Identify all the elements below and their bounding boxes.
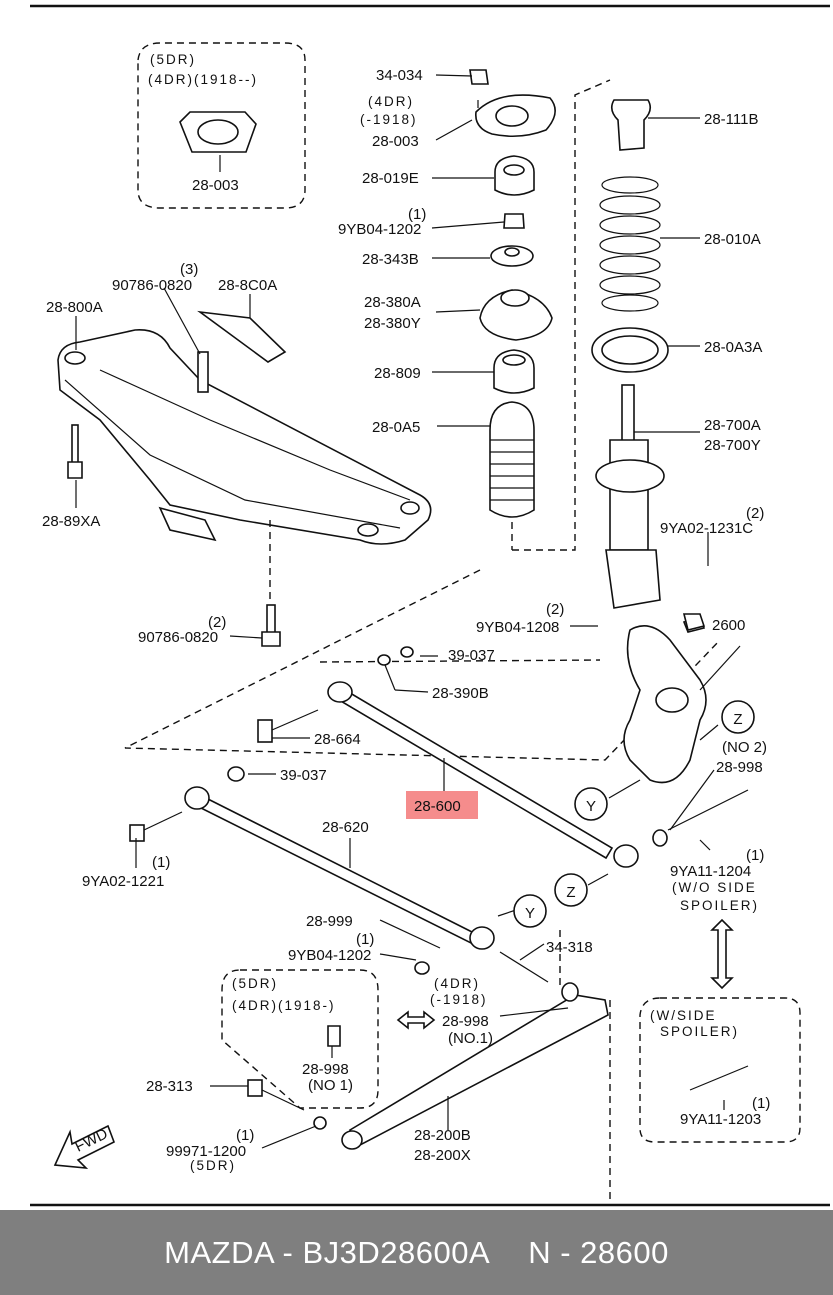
label-90786-0820-top: 90786-0820	[112, 277, 192, 294]
label-28-390b: 28-390B	[432, 685, 489, 702]
label-9ya11-1204: 9YA11-1204	[670, 863, 751, 880]
label-qty-2-b: (2)	[208, 614, 226, 631]
crossmember	[57, 310, 432, 647]
label-28-809: 28-809	[374, 365, 421, 382]
inset-part-28-003: 28-003	[192, 177, 239, 194]
inset-5dr-top: (5DR) (4DR)(1918--) 28-003	[137, 42, 306, 209]
label-28-998-top: 28-998	[716, 759, 763, 776]
label-9yb04-1208: 9YB04-1208	[476, 619, 559, 636]
label-28-010a: 28-010A	[704, 231, 761, 248]
label-28-998-bottom: 28-998	[442, 1013, 489, 1030]
label-note-4dr-b: (4DR)	[434, 976, 480, 991]
label-note-4dr: (4DR)	[368, 94, 414, 109]
fwd-arrow-icon: FWD	[53, 1124, 116, 1170]
label-qty-1-e: (1)	[752, 1095, 770, 1112]
label-qty-3: (3)	[180, 261, 198, 278]
label-28-380a: 28-380A	[364, 294, 421, 311]
label-spoiler-2: SPOILER)	[660, 1024, 739, 1039]
label-28-313: 28-313	[146, 1078, 193, 1095]
inset-bottom-5dr: (5DR)	[232, 976, 278, 991]
label-39-037-top: 39-037	[448, 647, 495, 664]
label-28-003: 28-003	[372, 133, 419, 150]
label-28-200x: 28-200X	[414, 1147, 471, 1164]
part-labels: 34-034 (4DR) (-1918) 28-003 28-111B 28-0…	[42, 67, 770, 1173]
label-28-800a: 28-800A	[46, 299, 103, 316]
label-28-620: 28-620	[322, 819, 369, 836]
inset-5dr-bottom	[221, 969, 379, 1109]
circle-y-bottom: Y	[525, 905, 535, 922]
label-28-664: 28-664	[314, 731, 361, 748]
inset-bottom-no-1: (NO 1)	[308, 1077, 353, 1094]
label-9yb04-1202-bottom: 9YB04-1202	[288, 947, 371, 964]
label-28-8c0a: 28-8C0A	[218, 277, 277, 294]
highlight-box	[406, 791, 478, 819]
label-w-side: (W/SIDE	[650, 1008, 717, 1023]
trailing-link-28-200b	[247, 789, 749, 1150]
label-no-2: (NO 2)	[722, 739, 767, 756]
label-28-0a3a: 28-0A3A	[704, 339, 762, 356]
knuckle	[623, 617, 707, 784]
label-2600: 2600	[712, 617, 745, 634]
spring-column	[591, 99, 669, 609]
label-28-700y: 28-700Y	[704, 437, 761, 454]
label-28-89xa: 28-89XA	[42, 513, 100, 530]
label-28-343b: 28-343B	[362, 251, 419, 268]
label-qty-2-a: (2)	[746, 505, 764, 522]
label-qty-1-d: (1)	[356, 931, 374, 948]
label-90786-0820-bottom: 90786-0820	[138, 629, 218, 646]
label-no-1: (NO.1)	[448, 1030, 493, 1047]
inset-bottom-4dr: (4DR)(1918-)	[232, 998, 336, 1013]
footer-part-number: MAZDA - BJ3D28600A	[164, 1234, 491, 1270]
label-note-1918-b: (-1918)	[430, 992, 488, 1007]
label-28-600: 28-600	[414, 798, 461, 815]
label-qty-1-f: (1)	[236, 1127, 254, 1144]
label-9ya02-1221: 9YA02-1221	[82, 873, 164, 890]
label-99971-1200: 99971-1200	[166, 1143, 246, 1160]
label-28-019e: 28-019E	[362, 170, 419, 187]
footer-diagram-code: N - 28600	[528, 1234, 669, 1270]
label-note-5dr: (5DR)	[190, 1158, 236, 1173]
top-mount-parts	[469, 69, 556, 518]
label-34-318: 34-318	[546, 939, 593, 956]
label-9ya11-1203: 9YA11-1203	[680, 1111, 761, 1128]
parts-diagram: (5DR) (4DR)(1918--) 28-003	[30, 4, 830, 1207]
label-28-0a5: 28-0A5	[372, 419, 420, 436]
label-9ya02-1231c: 9YA02-1231C	[660, 520, 753, 537]
lateral-link-28-620	[129, 766, 495, 950]
label-34-034: 34-034	[376, 67, 423, 84]
inset-bottom-28-998: 28-998	[302, 1061, 349, 1078]
label-39-037-bottom: 39-037	[280, 767, 327, 784]
label-9yb04-1202: 9YB04-1202	[338, 221, 421, 238]
label-28-111b: 28-111B	[704, 111, 759, 128]
label-qty-1: (1)	[408, 206, 426, 223]
label-qty-2-c: (2)	[546, 601, 564, 618]
lateral-link-28-600	[257, 646, 639, 868]
circle-z-top: Z	[733, 711, 742, 728]
label-qty-1-c: (1)	[746, 847, 764, 864]
label-spoiler-1: SPOILER)	[680, 898, 759, 913]
inset-label-4dr: (4DR)(1918--)	[148, 72, 258, 87]
label-note-1918: (-1918)	[360, 112, 418, 127]
inset-label-5dr: (5DR)	[150, 52, 196, 67]
footer-bar: MAZDA - BJ3D28600A N - 28600	[0, 1210, 833, 1295]
circle-y-top: Y	[586, 798, 596, 815]
label-28-700a: 28-700A	[704, 417, 761, 434]
label-wo-side: (W/O SIDE	[672, 880, 757, 895]
leader-lines	[75, 74, 741, 1149]
label-28-200b: 28-200B	[414, 1127, 471, 1144]
label-qty-1-b: (1)	[152, 854, 170, 871]
circle-z-bottom: Z	[566, 884, 575, 901]
label-28-380y: 28-380Y	[364, 315, 421, 332]
label-28-999: 28-999	[306, 913, 353, 930]
